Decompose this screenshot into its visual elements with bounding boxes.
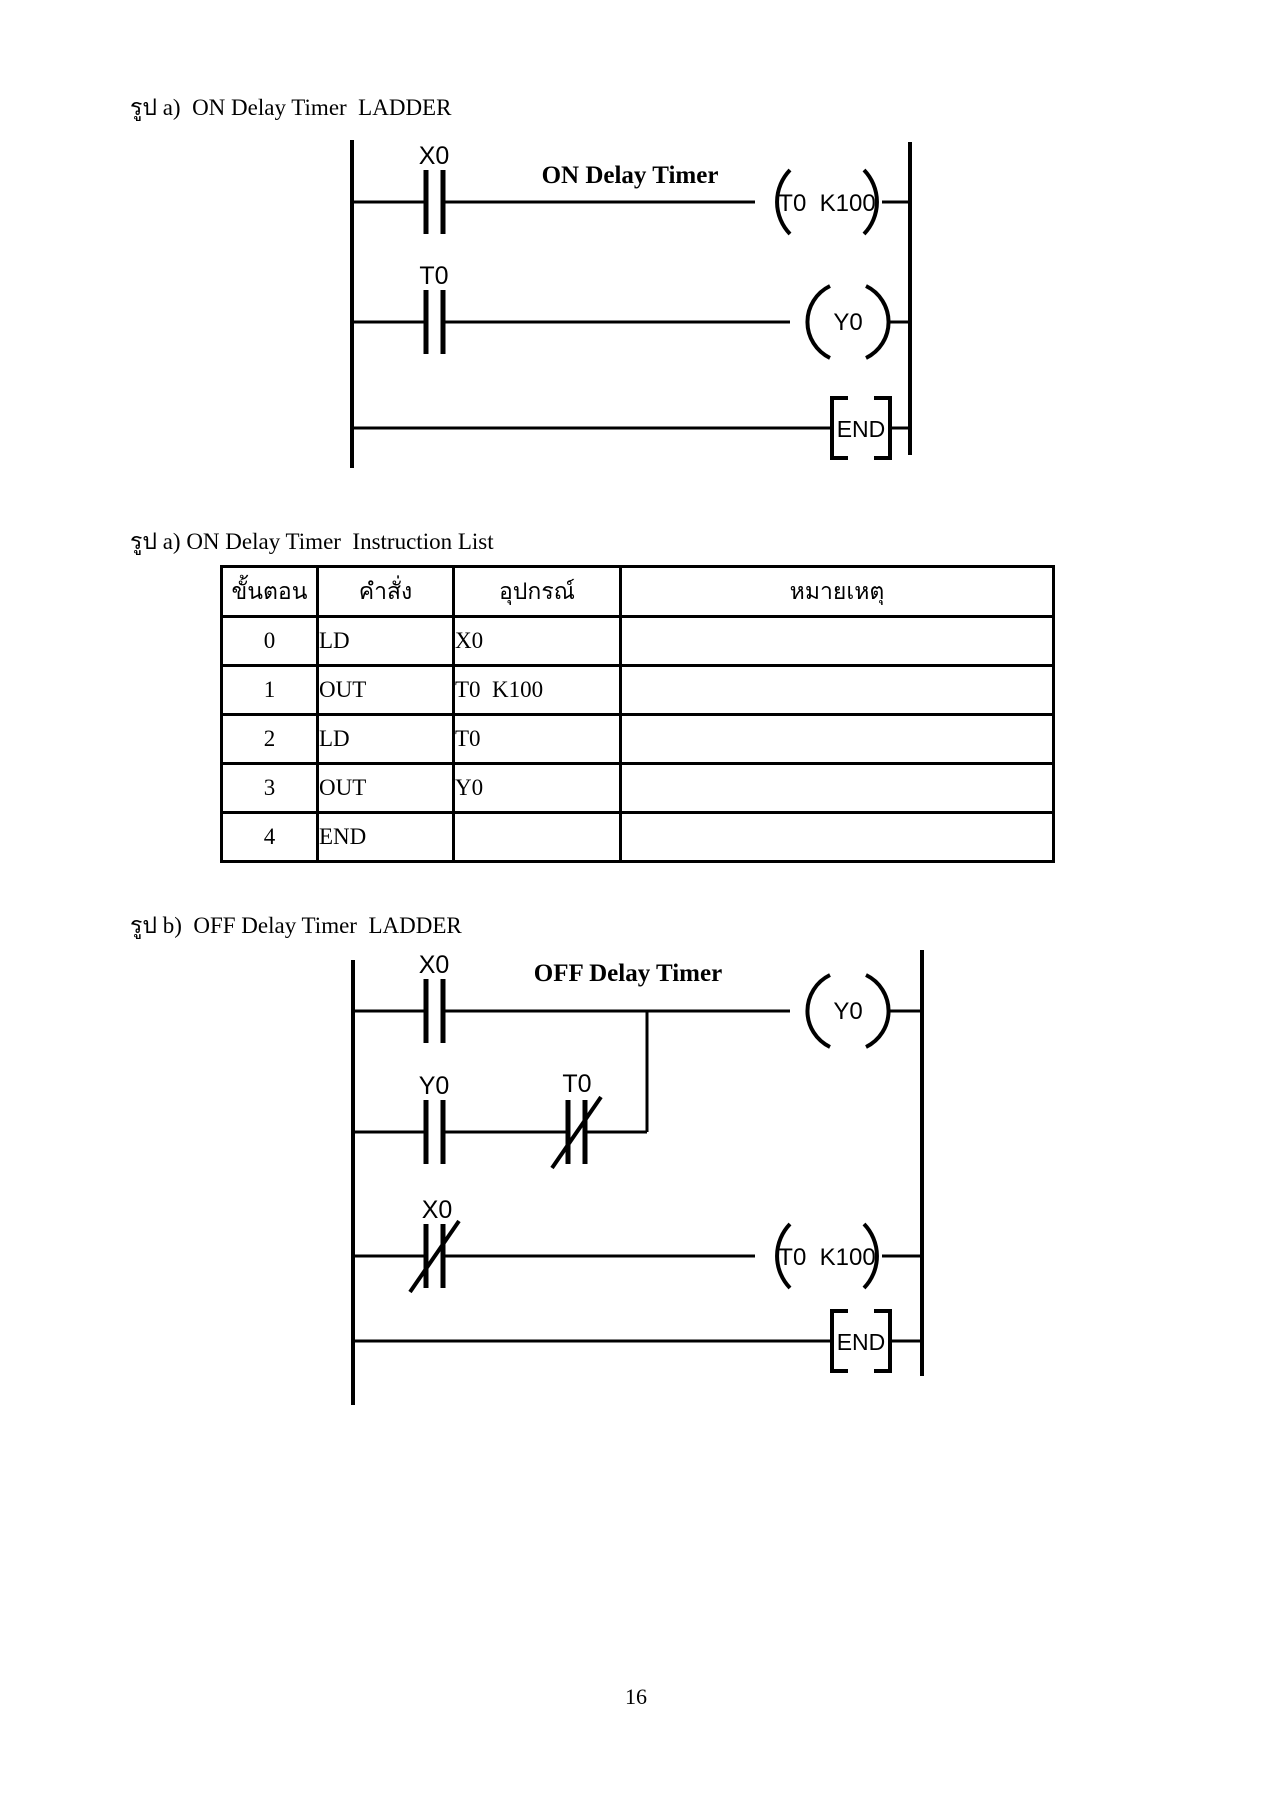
cell-remark <box>619 762 1055 814</box>
cell-device: T0 K100 <box>452 664 622 716</box>
cell-command: OUT <box>316 762 455 814</box>
end-instruction-label: END <box>837 1329 886 1355</box>
cell-step: 0 <box>220 615 319 667</box>
caption-figure-b-ladder: รูป b) OFF Delay Timer LADDER <box>130 913 462 938</box>
coil-label-y0: Y0 <box>833 309 862 336</box>
coil-arc-right <box>865 973 891 1049</box>
table-row: 0 LD X0 <box>220 615 1055 667</box>
cell-step: 4 <box>220 811 319 863</box>
coil-label-y0: Y0 <box>833 998 862 1025</box>
coil-arc-left <box>805 284 831 360</box>
cell-remark <box>619 713 1055 765</box>
ladder-diagram-on-delay: X0 ON Delay Timer T0 K100 T0 Y0 END <box>350 140 912 468</box>
nc-contact-slash <box>550 1095 603 1170</box>
coil-arc-right <box>865 284 891 360</box>
contact-label-t0: T0 <box>562 1070 591 1098</box>
cell-device: Y0 <box>452 762 622 814</box>
cell-command: END <box>316 811 455 863</box>
cell-command: LD <box>316 615 455 667</box>
cell-device: X0 <box>452 615 622 667</box>
diagram-title-off-delay: OFF Delay Timer <box>534 960 722 987</box>
ladder-diagram-off-delay: X0 OFF Delay Timer Y0 Y0 T0 X0 T0 K100 <box>351 950 924 1405</box>
contact-label-x0: X0 <box>419 142 450 170</box>
cell-step: 1 <box>220 664 319 716</box>
contact-label-x0: X0 <box>422 1196 453 1224</box>
cell-device <box>452 811 622 863</box>
coil-label-t0-k100: T0 K100 <box>778 190 875 217</box>
cell-step: 3 <box>220 762 319 814</box>
cell-device: T0 <box>452 713 622 765</box>
contact-label-y0: Y0 <box>419 1072 450 1100</box>
cell-command: LD <box>316 713 455 765</box>
coil-arc-right <box>862 168 879 236</box>
table-row: 1 OUT T0 K100 <box>220 664 1055 716</box>
cell-command: OUT <box>316 664 455 716</box>
contact-label-t0: T0 <box>419 262 448 290</box>
coil-arc-left <box>805 973 831 1049</box>
page-number: 16 <box>625 1684 647 1709</box>
end-instruction-label: END <box>837 416 886 442</box>
col-header-remark: หมายเหตุ <box>619 565 1055 618</box>
col-header-step: ขั้นตอน <box>220 565 319 618</box>
cell-step: 2 <box>220 713 319 765</box>
coil-label-t0-k100: T0 K100 <box>778 1244 875 1271</box>
end-bracket-left <box>830 1309 848 1373</box>
caption-figure-a-instruction-list: รูป a) ON Delay Timer Instruction List <box>130 529 494 554</box>
contact-label-x0: X0 <box>419 951 450 979</box>
coil-arc-left <box>775 168 792 236</box>
caption-figure-a-ladder: รูป a) ON Delay Timer LADDER <box>130 95 452 120</box>
diagram-title-on-delay: ON Delay Timer <box>542 162 719 189</box>
table-row: 3 OUT Y0 <box>220 762 1055 814</box>
coil-arc-right <box>862 1222 879 1290</box>
table-row: 2 LD T0 <box>220 713 1055 765</box>
nc-contact-slash <box>408 1219 461 1294</box>
table-header-row: ขั้นตอน คำสั่ง อุปกรณ์ หมายเหตุ <box>220 565 1055 618</box>
instruction-list-table: ขั้นตอน คำสั่ง อุปกรณ์ หมายเหตุ 0 LD X0 … <box>220 565 1055 863</box>
table-row: 4 END <box>220 811 1055 863</box>
cell-remark <box>619 811 1055 863</box>
cell-remark <box>619 615 1055 667</box>
coil-arc-left <box>775 1222 792 1290</box>
cell-remark <box>619 664 1055 716</box>
col-header-device: อุปกรณ์ <box>452 565 622 618</box>
end-bracket-left <box>830 396 848 460</box>
col-header-command: คำสั่ง <box>316 565 455 618</box>
